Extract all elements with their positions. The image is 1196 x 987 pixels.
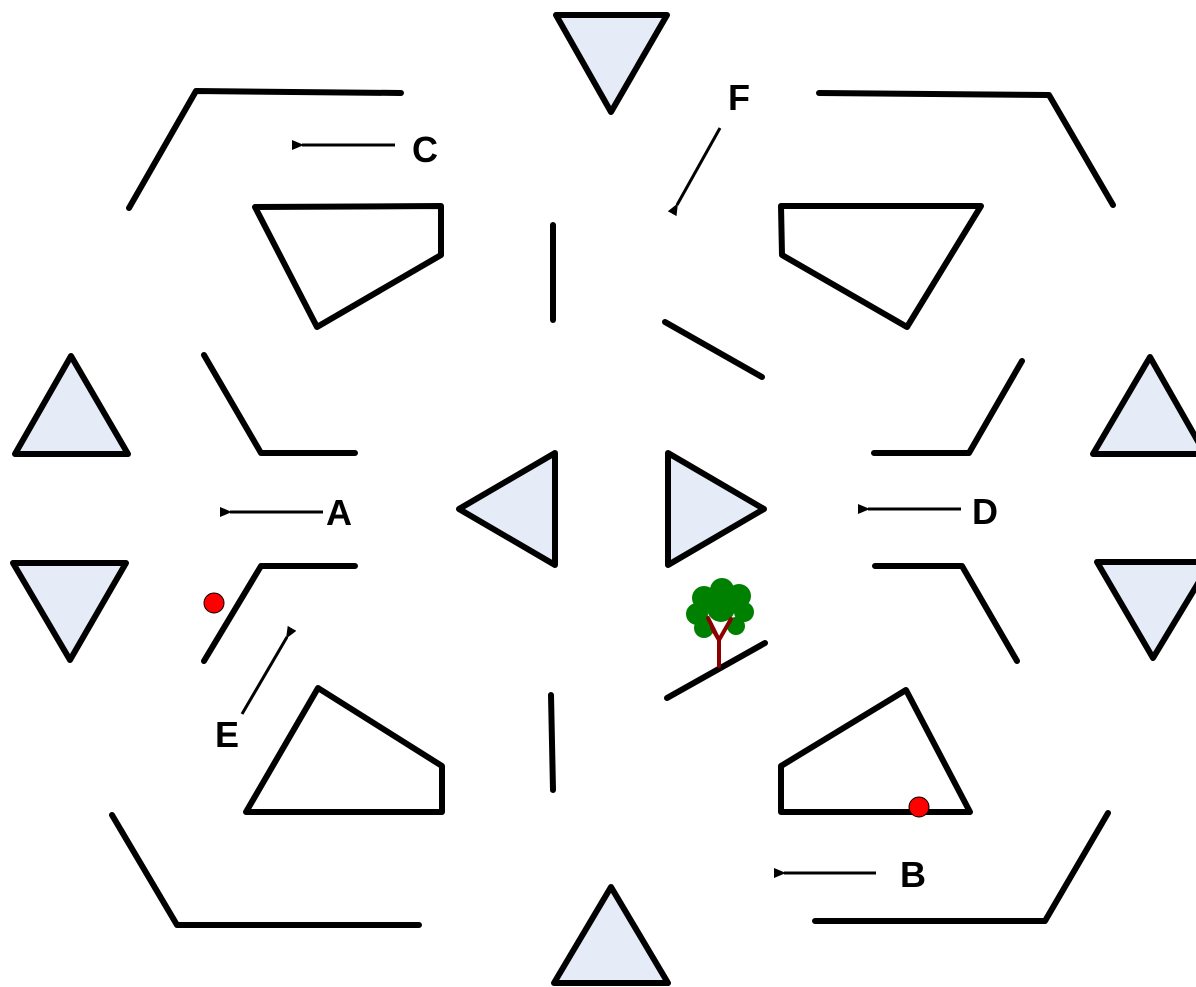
label-b: B xyxy=(900,854,926,895)
quad-top-left xyxy=(255,206,441,327)
wall-bottom-left xyxy=(112,815,419,925)
triangle-top xyxy=(556,15,667,112)
triangle-center-left xyxy=(459,453,555,565)
arrow-e xyxy=(242,637,287,714)
label-a: A xyxy=(326,492,352,533)
quad-bottom-left xyxy=(246,688,442,812)
wall-mid-left-lower xyxy=(204,566,355,661)
triangle-center-right xyxy=(668,453,764,565)
triangle-left-upper xyxy=(15,356,128,454)
wall-mid-left-upper xyxy=(204,355,355,453)
label-d: D xyxy=(972,491,998,532)
label-e: E xyxy=(215,714,239,755)
wall-center-bottom-diagonal xyxy=(667,643,765,698)
wall-mid-right-upper xyxy=(874,361,1022,453)
red-dot-icon xyxy=(909,797,929,817)
triangle-right-lower xyxy=(1097,562,1196,658)
quad-top-right xyxy=(781,206,981,327)
red-dot-icon xyxy=(204,593,224,613)
wall-center-top-diagonal xyxy=(665,322,762,377)
wall-bottom-right xyxy=(815,813,1108,921)
triangle-right-upper xyxy=(1093,357,1196,454)
quad-bottom-right xyxy=(781,690,970,812)
wall-center-bottom-vertical xyxy=(551,695,553,790)
triangle-bottom xyxy=(554,887,668,983)
arrow-f xyxy=(677,128,720,205)
label-c: C xyxy=(412,129,438,170)
wall-top-left xyxy=(129,91,401,208)
triangle-left-lower xyxy=(13,563,126,660)
wall-mid-right-lower xyxy=(875,566,1017,661)
label-f: F xyxy=(728,77,750,118)
wall-top-right xyxy=(819,93,1113,205)
